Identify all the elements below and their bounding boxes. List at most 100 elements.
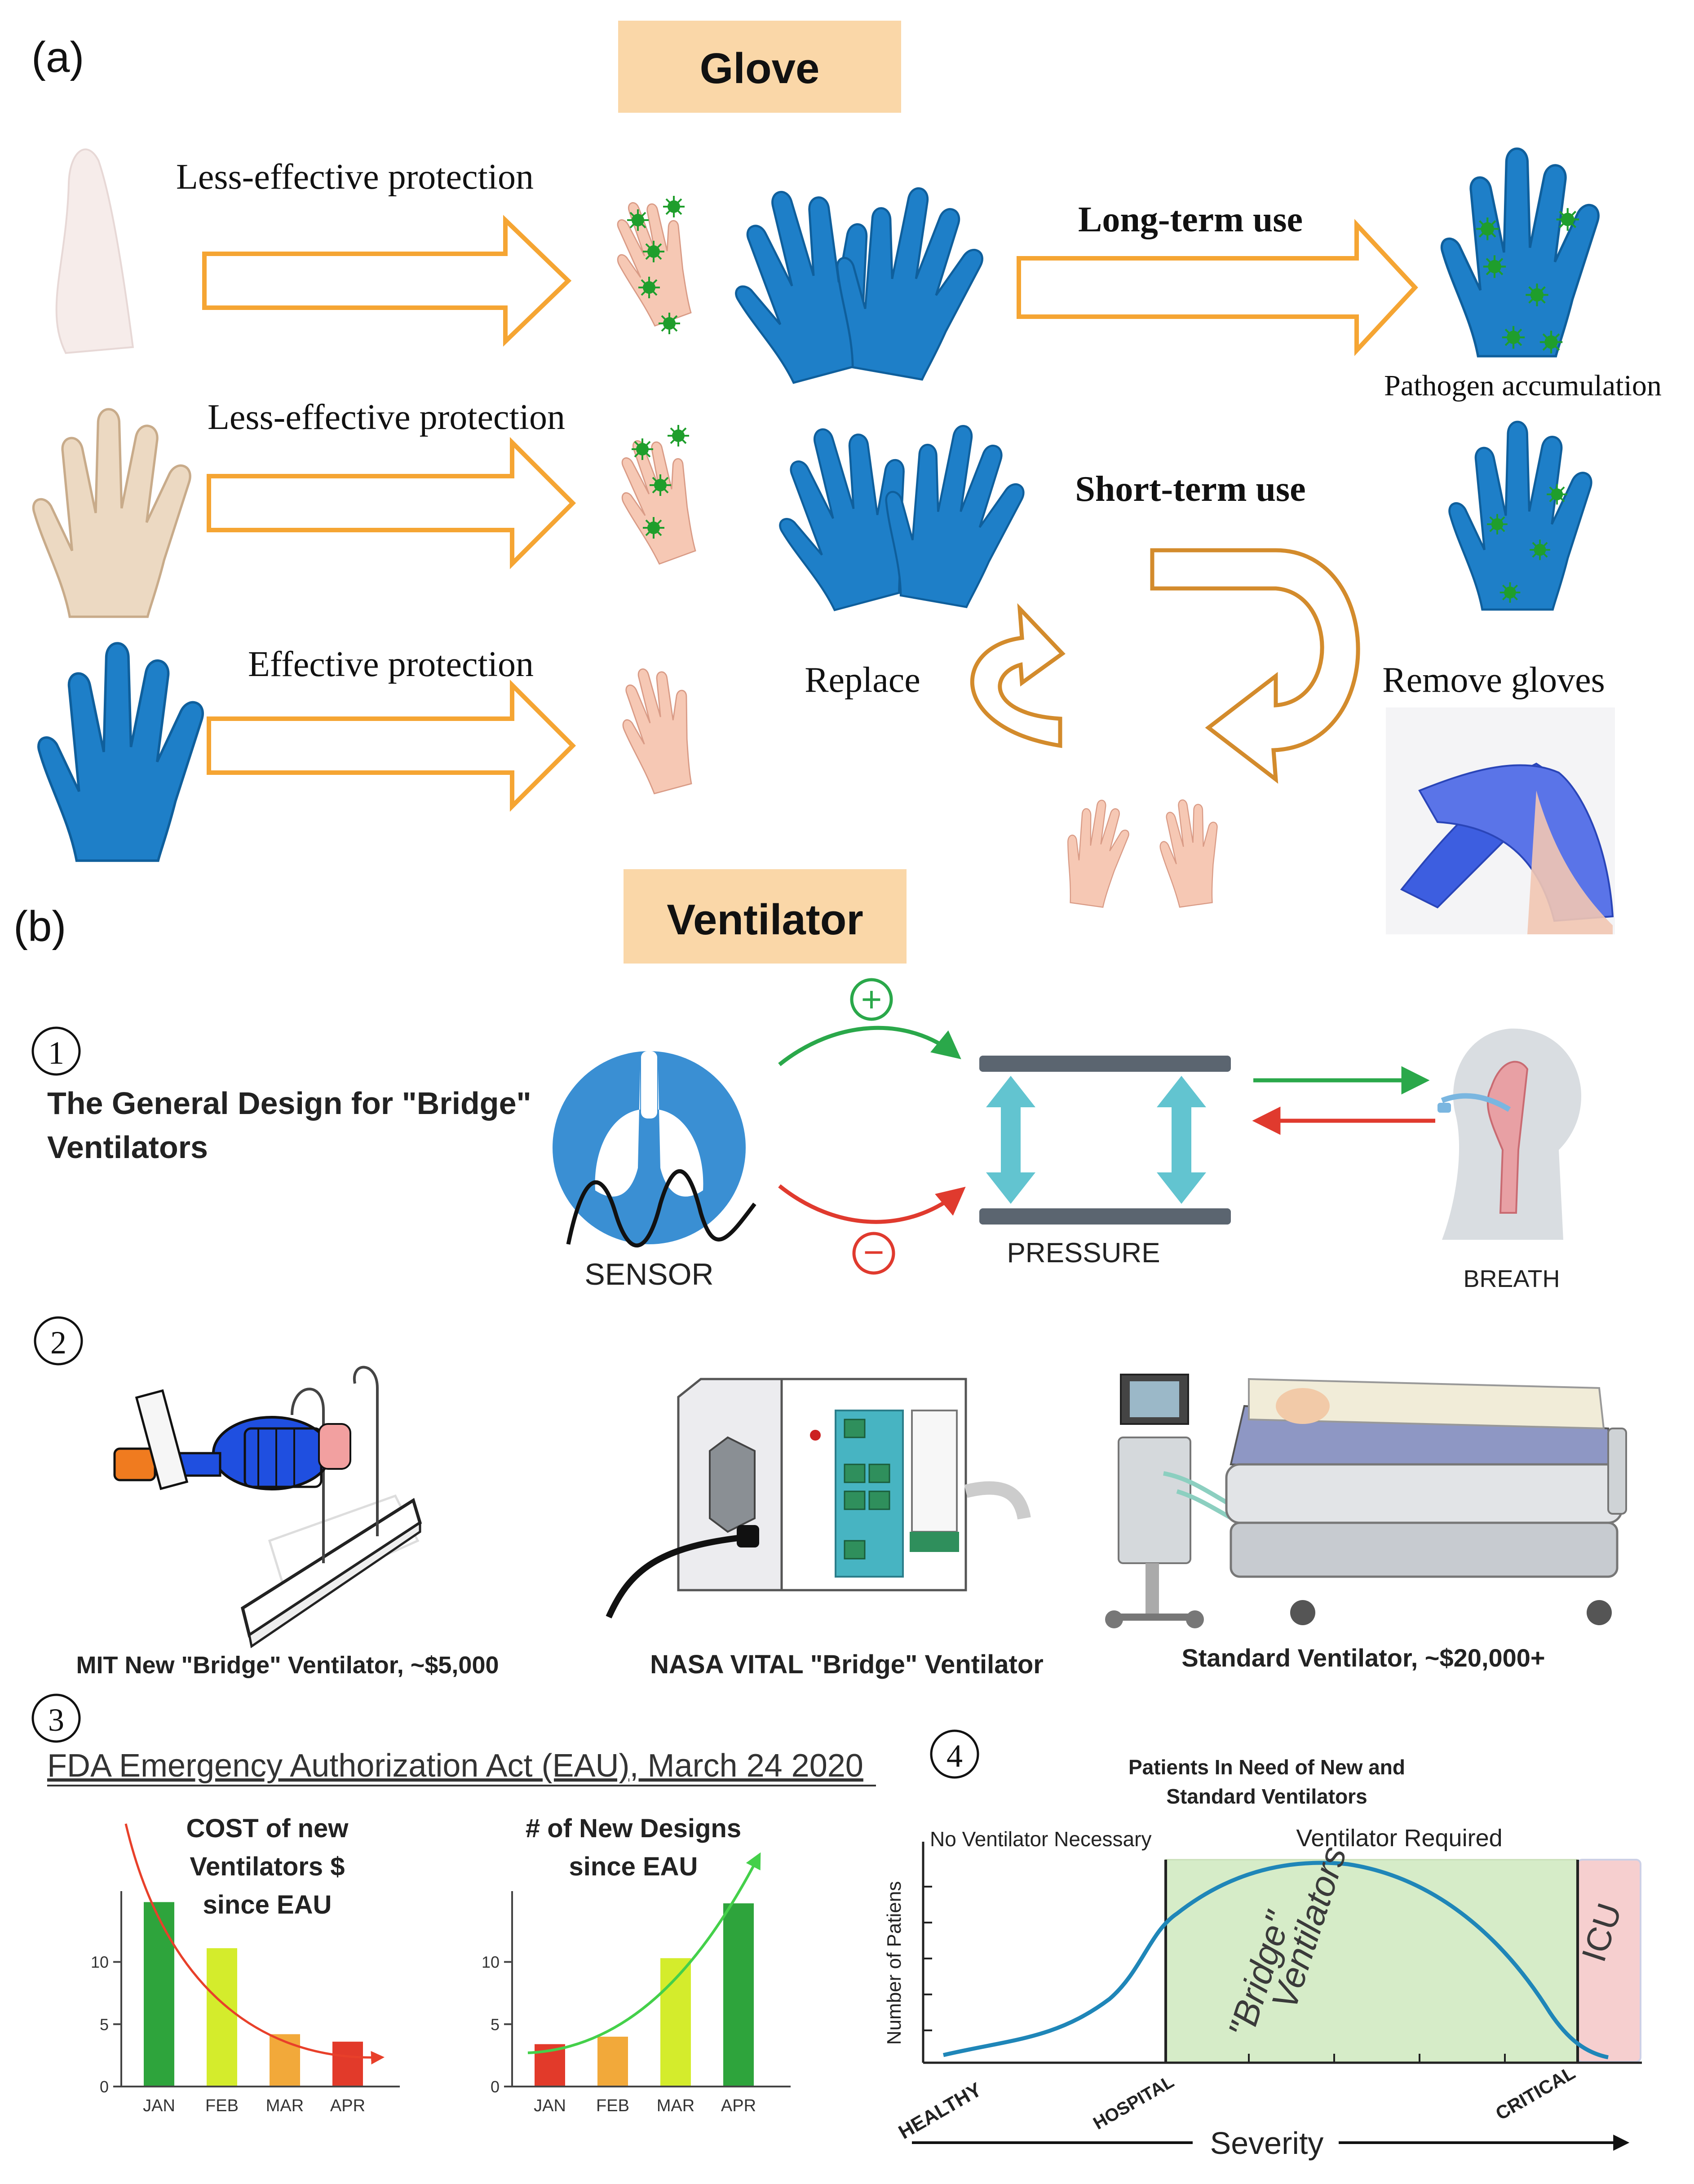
ventilator-title-box	[624, 869, 907, 964]
plus-icon: +	[850, 978, 893, 1021]
ventilator-title: Ventilator	[667, 896, 863, 944]
severity-label: Severity	[1210, 2126, 1324, 2161]
cost-chart: COST of new Ventilators $ since EAU JAN F…	[91, 1814, 400, 2115]
row3-label: Effective protection	[248, 645, 534, 684]
patient-curve	[942, 1861, 1609, 2060]
pressure-plates-icon	[979, 1056, 1231, 1225]
severity-chart: Patients In Need of New and Standard Ven…	[883, 1755, 1642, 2161]
bridge-design-title-2: Ventilators	[47, 1130, 208, 1165]
severity-x-ticks	[1248, 2054, 1506, 2063]
panel-a-label: (a)	[31, 33, 84, 81]
bare-hands	[1059, 795, 1228, 910]
removing-gloves-photo	[1386, 707, 1615, 934]
designs-chart-title-1: # of New Designs	[526, 1814, 741, 1843]
step1-circle	[31, 1026, 81, 1076]
designs-ticks: 0 5 10	[482, 1953, 512, 2096]
row1-label: Less-effective protection	[176, 157, 534, 197]
nasa-ventilator-illustration	[606, 1378, 1031, 1618]
row3-arrow	[207, 679, 576, 812]
cost-bar-jan	[144, 1902, 174, 2087]
glove-title: Glove	[700, 44, 820, 93]
cost-ytick-label: 10	[91, 1953, 109, 1972]
cost-trend-curve	[124, 1823, 385, 2065]
row1-arrow	[202, 215, 572, 347]
latex-glove-image	[32, 408, 191, 618]
bridge-design-title-1: The General Design for "Bridge"	[47, 1086, 531, 1121]
svg-text:+: +	[861, 979, 882, 1019]
infected-hand-2	[604, 428, 713, 569]
cost-ytick-label: 0	[100, 2078, 109, 2096]
breath-label: BREATH	[1463, 1265, 1560, 1292]
hospital-label: HOSPITAL	[1090, 2072, 1177, 2134]
replace-label: Replace	[805, 660, 920, 700]
designs-trend-curve	[527, 1852, 761, 2054]
standard-label: Standard Ventilator, ~$20,000+	[1181, 1644, 1545, 1672]
svg-text:−: −	[863, 1232, 885, 1272]
no-ventilator-label: No Ventilator Necessary	[930, 1827, 1151, 1851]
remove-gloves-label: Remove gloves	[1382, 660, 1605, 700]
designs-chart-title-2: since EAU	[569, 1852, 698, 1881]
sensor-label: SENSOR	[584, 1257, 713, 1291]
step3-num: 3	[48, 1702, 64, 1738]
pressure-label: PRESSURE	[1007, 1238, 1160, 1269]
step1-num: 1	[48, 1035, 64, 1071]
designs-ytick-label: 5	[491, 2015, 500, 2034]
blue-gloves-pair-2	[759, 411, 1034, 618]
minus-icon: −	[852, 1232, 895, 1275]
cost-chart-title-2: Ventilators $	[190, 1852, 345, 1881]
cost-ticks: 0 5 10	[91, 1953, 121, 2096]
step4-num: 4	[947, 1738, 963, 1774]
designs-ytick-label: 10	[482, 1953, 500, 1972]
cost-bar-feb	[207, 1948, 237, 2087]
blue-gloves-pair-1	[713, 173, 993, 391]
cost-xtick-label: FEB	[205, 2096, 239, 2115]
cost-chart-title-1: COST of new	[186, 1814, 349, 1843]
remove-arrow	[1150, 548, 1360, 784]
mit-ventilator-illustration	[113, 1366, 422, 1649]
contaminated-glove-1	[1442, 149, 1598, 356]
designs-bar-feb	[597, 2037, 628, 2087]
plus-flow-arrow	[778, 1026, 961, 1066]
step4-circle	[930, 1729, 979, 1779]
mit-label: MIT New "Bridge" Ventilator, ~$5,000	[76, 1652, 499, 1679]
minus-flow-arrow	[778, 1184, 966, 1224]
standard-ventilator-illustration	[1105, 1374, 1627, 1628]
sensor-icon	[553, 1051, 756, 1248]
contaminated-glove-2	[1450, 422, 1592, 610]
glove-title-box	[618, 21, 901, 113]
step3-circle	[31, 1693, 81, 1743]
cost-ytick-label: 5	[100, 2015, 109, 2034]
step2-num: 2	[50, 1325, 66, 1361]
cost-xtick-label: JAN	[143, 2096, 175, 2115]
healthy-label: HEALTHY	[895, 2078, 986, 2144]
cost-bar-apr	[332, 2042, 363, 2087]
critical-label: CRITICAL	[1492, 2062, 1579, 2124]
sheer-glove-image	[55, 148, 134, 354]
severity-y-ticks	[923, 1886, 932, 2031]
designs-bar-apr	[723, 1903, 754, 2087]
pathogen-label: Pathogen accumulation	[1384, 369, 1662, 402]
designs-xtick-label: JAN	[534, 2096, 566, 2115]
row2-label: Less-effective protection	[208, 398, 565, 437]
cost-chart-title-3: since EAU	[203, 1890, 332, 1919]
long-term-label: Long-term use	[1078, 200, 1303, 239]
designs-ytick-label: 0	[491, 2078, 500, 2096]
step2-circle	[34, 1316, 83, 1366]
designs-xtick-label: FEB	[596, 2096, 629, 2115]
row2-arrow	[207, 437, 576, 570]
cost-xtick-label: MAR	[266, 2096, 304, 2115]
fda-title: FDA Emergency Authorization Act (EAU), M…	[47, 1748, 863, 1784]
blue-glove-single	[39, 643, 203, 861]
nasa-label: NASA VITAL "Bridge" Ventilator	[650, 1650, 1044, 1679]
long-term-arrow	[1017, 219, 1418, 356]
cost-bar-mar	[270, 2034, 300, 2087]
ventilator-required-label: Ventilator Required	[1296, 1825, 1502, 1852]
replace-arrow	[970, 603, 1066, 748]
designs-xtick-label: APR	[721, 2096, 756, 2115]
short-term-label: Short-term use	[1075, 469, 1305, 509]
designs-xtick-label: MAR	[657, 2096, 694, 2115]
patient-head-icon	[1437, 1028, 1581, 1240]
